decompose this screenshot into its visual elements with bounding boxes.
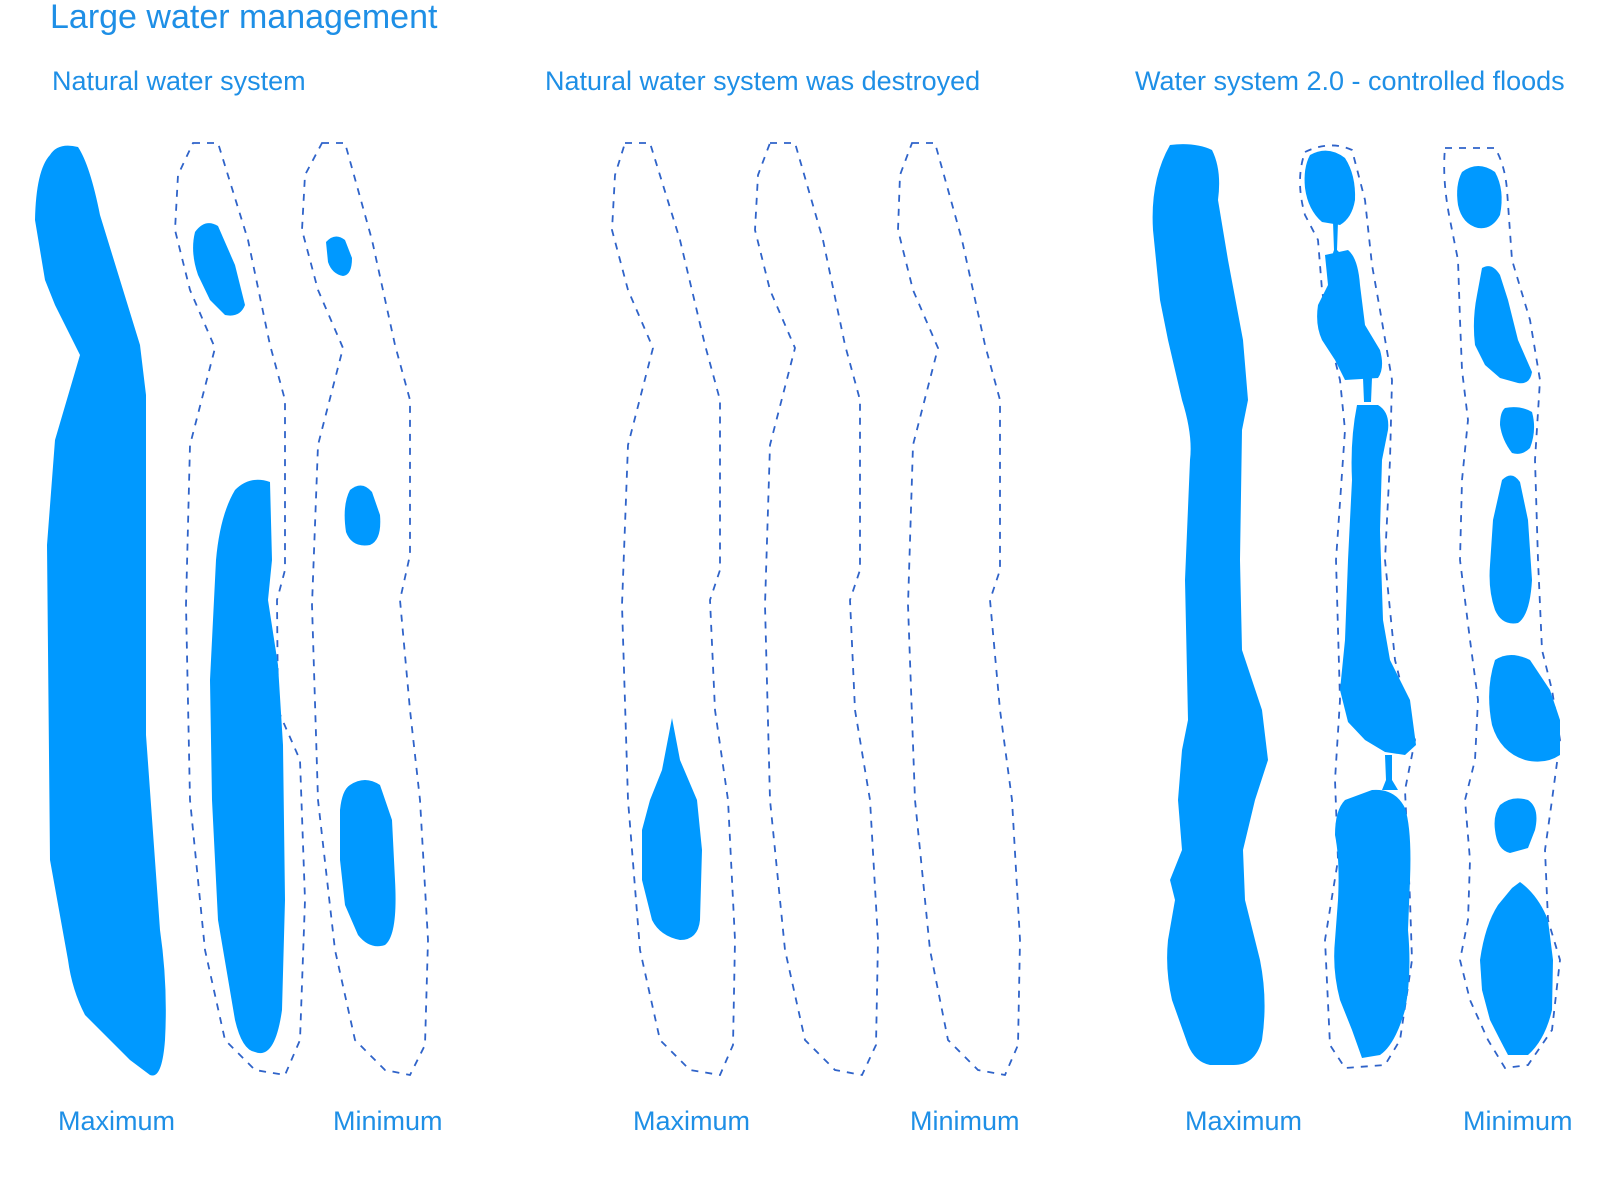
- natural-min-pool-2: [344, 485, 381, 546]
- controlled-system-diagram: [1152, 144, 1561, 1069]
- natural-system-diagram: [35, 142, 429, 1077]
- controlled-max-river: [1152, 144, 1268, 1066]
- destroyed-min-outline: [897, 142, 1021, 1077]
- controlled-mid-pool-4: [1334, 789, 1411, 1058]
- natural-min-label: Minimum: [333, 1106, 443, 1136]
- controlled-mid-outline: [1299, 144, 1416, 1069]
- destroyed-max-outline: [611, 142, 736, 1077]
- natural-mid-outline: [174, 142, 306, 1077]
- controlled-min-pool-4: [1489, 475, 1532, 624]
- controlled-min-pool-7: [1480, 882, 1553, 1055]
- controlled-min-pool-2: [1473, 266, 1532, 384]
- controlled-mid-pool-3: [1340, 405, 1416, 755]
- natural-min-pool-1: [326, 236, 352, 276]
- destroyed-mid-outline: [754, 142, 879, 1077]
- controlled-mid-pool-1: [1304, 150, 1356, 225]
- controlled-mid-channel-1: [1332, 222, 1342, 256]
- controlled-mid-channel-2: [1363, 378, 1372, 402]
- section-title-destroyed: Natural water system was destroyed: [545, 66, 980, 96]
- controlled-mid-pool-2: [1317, 250, 1383, 380]
- main-title: Large water management: [50, 0, 438, 36]
- natural-min-pool-3: [340, 780, 396, 947]
- natural-max-label: Maximum: [58, 1106, 175, 1136]
- section-title-natural: Natural water system: [52, 66, 306, 96]
- controlled-max-label: Maximum: [1185, 1106, 1302, 1136]
- controlled-mid-channel-3: [1382, 755, 1398, 790]
- controlled-min-pool-6: [1494, 798, 1537, 853]
- controlled-min-pool-3: [1500, 407, 1535, 454]
- controlled-min-pool-5: [1489, 655, 1560, 762]
- destroyed-min-label: Minimum: [910, 1106, 1020, 1136]
- destroyed-system-diagram: [611, 142, 1021, 1077]
- destroyed-max-label: Maximum: [633, 1106, 750, 1136]
- controlled-min-label: Minimum: [1463, 1106, 1573, 1136]
- natural-min-outline: [301, 142, 429, 1077]
- natural-mid-pool-lower: [210, 479, 285, 1054]
- destroyed-max-pool: [642, 718, 702, 940]
- controlled-min-pool-1: [1457, 166, 1502, 229]
- section-title-controlled: Water system 2.0 - controlled floods: [1135, 66, 1565, 96]
- controlled-min-outline: [1443, 147, 1561, 1069]
- natural-max-river: [35, 145, 166, 1076]
- natural-mid-pool-upper: [193, 223, 245, 316]
